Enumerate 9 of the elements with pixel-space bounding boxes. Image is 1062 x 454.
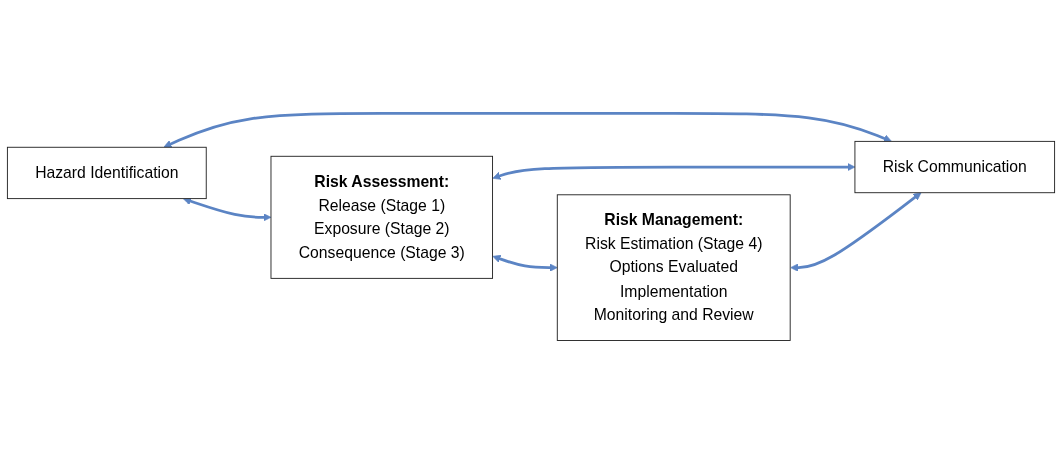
- node-box: Risk Management: Risk Estimation (Stage 4) Options Evaluated Implementation Monitoring and Review: [556, 194, 791, 341]
- arrow: [163, 112, 892, 148]
- node-box: Hazard Identification: [6, 146, 207, 200]
- arrow: [790, 192, 922, 272]
- node-box: Risk Communication: [854, 141, 1056, 194]
- arrow: [492, 255, 558, 272]
- arrow: [492, 163, 856, 180]
- arrow: [183, 197, 272, 222]
- node-box: Risk Assessment: Release (Stage 1) Exposure (Stage 2) Consequence (Stage 3): [270, 155, 493, 279]
